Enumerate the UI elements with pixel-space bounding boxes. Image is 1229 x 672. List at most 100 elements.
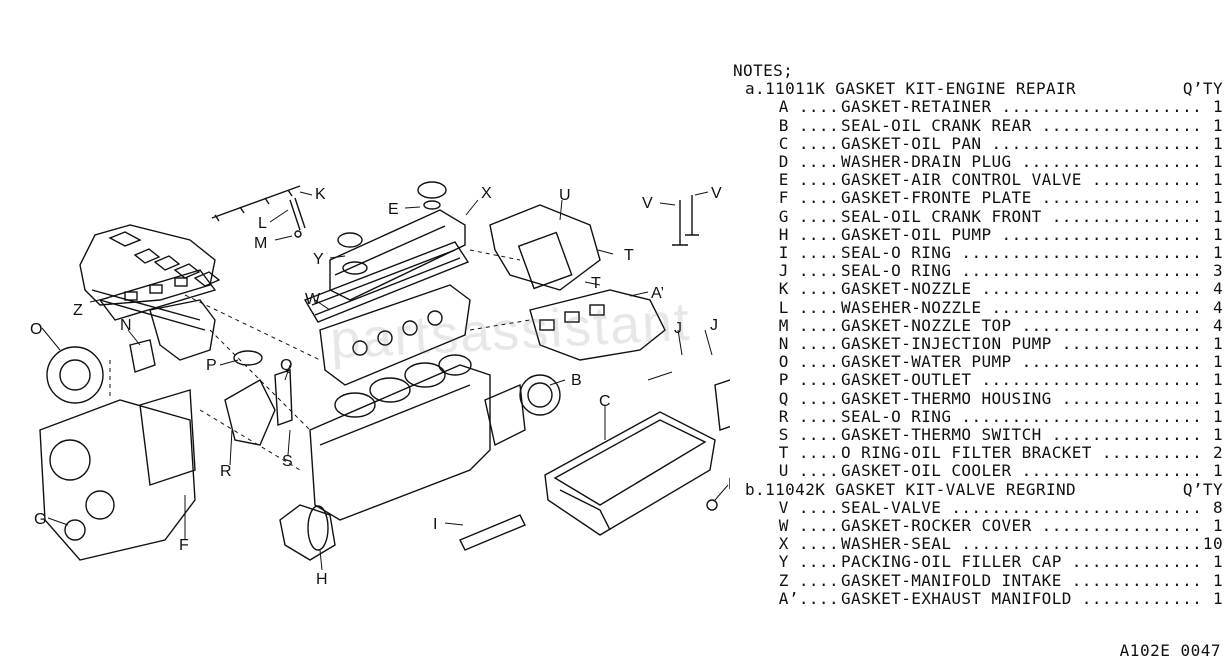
part-quantity: 1: [1212, 388, 1223, 408]
callout-H: H: [316, 571, 328, 588]
callout-R: R: [220, 463, 232, 480]
part-name: GASKET-RETAINER: [839, 98, 1201, 116]
intake-manifold-drawing: [79, 224, 221, 331]
part-code: Y ....: [778, 552, 839, 572]
injection-pump-gasket-drawing: [129, 339, 156, 373]
exhaust-manifold-drawing: [529, 289, 666, 361]
kit-a-qty-header: Q’TY: [1182, 79, 1223, 99]
part-quantity: 4: [1212, 279, 1223, 299]
part-quantity: 3: [1212, 261, 1223, 281]
part-name: SEAL-OIL CRANK REAR: [839, 117, 1201, 135]
oil-pan-drawing: [544, 411, 716, 536]
parts-list-item: M ....GASKET-NOZZLE TOP4: [733, 315, 1223, 335]
oil-filler-cap-drawing: [417, 181, 447, 199]
part-quantity: 1: [1212, 152, 1223, 172]
callout-X: X: [481, 185, 492, 202]
callout-A-prime: A’: [651, 285, 664, 302]
callout-S: S: [282, 453, 293, 470]
parts-list-item: E ....GASKET-AIR CONTROL VALVE 1: [733, 171, 1223, 189]
callout-B: B: [571, 372, 582, 389]
parts-list-item: J ....SEAL-O RING3: [733, 262, 1223, 280]
part-code: S ....: [778, 425, 839, 445]
parts-list-item: Z ....GASKET-MANIFOLD INTAKE1: [733, 570, 1223, 590]
exploded-engine-gasket-diagram: K L M E X U V V Y T T A’ W Z N O P Q R S…: [30, 181, 730, 588]
callout-V-left: V: [642, 195, 653, 212]
part-quantity: 1: [1212, 334, 1223, 354]
part-name: GASKET-OIL PAN: [839, 135, 1201, 153]
part-quantity: 1: [1212, 516, 1223, 536]
oil-filter-drawing: [714, 379, 730, 431]
part-quantity: 1: [1212, 170, 1223, 190]
parts-list-item: H ....GASKET-OIL PUMP1: [733, 224, 1223, 244]
callout-V-right: V: [711, 185, 722, 202]
part-quantity: 10: [1202, 534, 1223, 554]
callout-J-right: J: [710, 317, 718, 334]
part-quantity: 4: [1212, 297, 1223, 317]
parts-list-item: T ....O RING-OIL FILTER BRACKET2: [733, 444, 1223, 462]
callout-E: E: [388, 201, 399, 218]
part-name: O RING-OIL FILTER BRACKET: [839, 444, 1201, 462]
part-code: R ....: [778, 406, 839, 426]
part-code: M ....: [778, 315, 839, 335]
part-name: GASKET-ROCKER COVER: [839, 517, 1201, 535]
callout-C: C: [599, 393, 611, 410]
callout-G: G: [34, 511, 46, 528]
part-name: GASKET-FRONTE PLATE: [839, 189, 1201, 207]
oil-cooler-drawing: [489, 204, 601, 291]
part-name: SEAL-OIL CRANK FRONT: [839, 208, 1201, 226]
parts-list-item: A ....GASKET-RETAINER1: [733, 98, 1223, 116]
part-code: N ....: [778, 334, 839, 354]
part-code: A’....: [778, 588, 839, 608]
part-quantity: 1: [1212, 352, 1223, 372]
kit-a-title: a.11011K GASKET KIT-ENGINE REPAIR: [745, 79, 1077, 99]
oil-pump-drawing: [279, 504, 336, 561]
part-quantity: 2: [1212, 443, 1223, 463]
part-quantity: 1: [1212, 206, 1223, 226]
callout-D: D: [728, 476, 730, 493]
kit-b-item-list: V ....SEAL-VALVE8W ....GASKET-ROCKER COV…: [733, 497, 1223, 608]
callout-K: K: [315, 186, 326, 203]
callout-M: M: [254, 235, 267, 252]
part-code: L ....: [778, 297, 839, 317]
parts-list-item: C ....GASKET-OIL PAN1: [733, 134, 1223, 153]
part-quantity: 1: [1212, 588, 1223, 608]
part-quantity: 1: [1212, 552, 1223, 572]
part-quantity: 1: [1212, 406, 1223, 426]
nozzle-drawing: [211, 185, 306, 238]
part-name: GASKET-THERMO SWITCH: [839, 426, 1201, 444]
callout-W: W: [305, 291, 321, 308]
callout-O: O: [30, 321, 42, 338]
part-code: P ....: [778, 370, 839, 390]
part-name: PACKING-OIL FILLER CAP: [839, 553, 1201, 571]
cylinder-head-drawing: [319, 284, 471, 386]
parts-list-item: V ....SEAL-VALVE8: [733, 497, 1223, 517]
part-name: GASKET-NOZZLE: [839, 280, 1201, 298]
callout-L: L: [258, 215, 267, 232]
part-code: O ....: [778, 352, 839, 372]
callout-Z: Z: [73, 302, 83, 319]
part-code: Q ....: [778, 388, 839, 408]
rocker-cover-drawing: [303, 209, 470, 323]
part-name: GASKET-NOZZLE TOP: [839, 317, 1201, 335]
part-code: H ....: [778, 224, 839, 244]
part-name: GASKET-OIL PUMP: [839, 226, 1201, 244]
kit-b-title-row: b.11042K GASKET KIT-VALVE REGRIND Q’TY: [733, 480, 1223, 499]
part-name: GASKET-AIR CONTROL VALVE: [839, 171, 1201, 189]
kit-a-item-list: A ....GASKET-RETAINER1B ....SEAL-OIL CRA…: [733, 98, 1223, 480]
parts-list-item: A’....GASKET-EXHAUST MANIFOLD1: [733, 588, 1223, 608]
part-name: GASKET-OUTLET: [839, 371, 1201, 389]
callout-F: F: [179, 537, 189, 554]
part-quantity: 1: [1212, 188, 1223, 208]
part-quantity: 1: [1212, 570, 1223, 590]
callout-U: U: [559, 187, 571, 204]
part-quantity: 1: [1212, 370, 1223, 390]
parts-list-item: Y ....PACKING-OIL FILLER CAP 1: [733, 553, 1223, 571]
part-quantity: 8: [1212, 497, 1223, 517]
parts-list-item: O ....GASKET-WATER PUMP1: [733, 353, 1223, 371]
water-pump-drawing: [46, 346, 104, 404]
part-code: I ....: [778, 243, 839, 263]
rear-oil-seal-drawing: [519, 374, 561, 416]
parts-list-item: I ....SEAL-O RING1: [733, 243, 1223, 263]
timing-cover-drawing: [39, 389, 196, 561]
part-code: E ....: [778, 170, 839, 190]
